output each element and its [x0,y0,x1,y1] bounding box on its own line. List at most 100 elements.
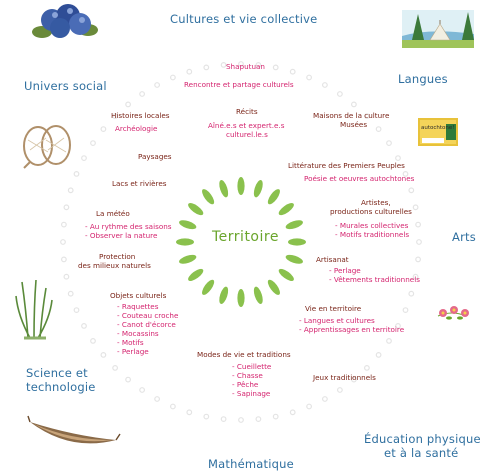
topic-objets-culturels: Objets culturels [110,291,167,300]
ring-dot [112,365,118,371]
topic-aines-line1: Aîné.e.s et expert.e.s [208,121,285,130]
ring-dot [61,256,67,263]
ring-dot [125,376,132,383]
ring-dot [289,68,296,75]
ring-dot [139,387,146,393]
ring-dot [238,61,244,67]
ring-dot [63,273,70,280]
ring-dot [154,396,161,402]
ring-dot [386,338,392,344]
ring-dot [412,273,419,280]
topic-maisons-culture: Maisons de la culture [313,111,390,120]
list-item: - Cueillette [232,362,272,371]
list-item: - Motifs [117,338,144,347]
ring-dot [272,413,279,420]
ring-dot [416,239,422,245]
ring-dot [60,239,66,245]
landscape-tent-icon [402,10,474,48]
ring-dot [337,387,343,393]
ring-dot [255,416,262,423]
beaded-flowers-icon [437,306,469,320]
topic-artistes-line2: productions culturelles [330,207,412,216]
leaf [267,189,280,205]
topic-histoires-locales: Histoires locales [111,111,170,120]
leaf [278,268,294,281]
list-item: - Pêche [232,380,259,389]
list-modes-de-vie: - Cueillette - Chasse - Pêche - Sapinage [232,362,271,398]
topic-recits: Récits [236,107,258,116]
reeds-icon [15,279,53,340]
canoe-icon [27,415,121,444]
leaf [179,254,197,264]
ring-dot [73,170,80,177]
leaf [202,279,215,295]
topic-artisanat: Artisanat [316,255,349,264]
ring-dot [402,307,409,314]
list-item: - Apprentissages en territoire [299,325,405,334]
topic-shaputuan: Shaputuan [226,62,265,71]
ring-dot [412,204,419,211]
leaf [219,180,229,198]
ring-dot [395,323,401,329]
ring-dot [238,417,244,423]
topic-jeux-traditionnels: Jeux traditionnels [313,373,376,382]
list-item: - Perlage [117,347,149,356]
ring-dot [272,64,279,71]
leaf [267,279,280,295]
ring-dot [364,365,370,371]
ring-dot [255,62,262,68]
ring-dot [73,307,80,314]
leaf [278,203,294,216]
ring-dot [112,113,118,119]
ring-dot [90,140,96,147]
list-artisanat: - Perlage - Vêtements traditionnels [329,266,420,284]
topic-vie-territoire: Vie en territoire [305,304,362,313]
subject-mathematique: Mathématique [208,457,294,471]
ring-dot [415,221,422,228]
topic-aines-line2: culturel.le.s [226,130,268,139]
ring-dot [220,62,227,68]
list-item: - Au rythme des saisons [85,222,172,231]
ring-dot [408,187,415,194]
book-icon [418,118,458,146]
list-item: - Mocassins [117,329,159,338]
topic-lacs-rivieres: Lacs et rivières [112,179,167,188]
list-item: - Vêtements traditionnels [329,275,420,284]
topic-artistes-line1: Artistes, [361,198,391,207]
topic-protection-line1: Protection [99,252,136,261]
ring-dot [402,170,409,177]
dotted-circle [60,61,422,423]
list-item: - Canot d'écorce [117,320,176,329]
ring-dot [186,68,193,75]
subject-univers-social: Univers social [24,79,107,93]
list-vie-territoire: - Langues et cultures - Apprentissages e… [299,316,404,334]
leaf [179,220,197,230]
topic-litterature: Littérature des Premiers Peuples [288,161,405,170]
topic-musees: Musées [340,120,368,129]
topic-archeologie: Archéologie [115,124,158,133]
list-item: - Murales collectives [335,221,409,230]
ring-dot [67,290,74,297]
list-item: - Langues et cultures [299,316,375,325]
ring-dot [415,256,422,263]
leaf [285,254,303,264]
ring-dot [337,91,343,97]
snowshoes-icon [23,125,71,169]
ring-dot [306,403,313,410]
topic-paysages: Paysages [138,152,172,161]
subject-education-line2: et à la santé [384,446,459,460]
list-meteo: - Au rythme des saisons - Observer la na… [85,222,172,240]
ring-dot [81,155,87,162]
subject-science-line1: Science et [26,366,88,380]
ring-dot [154,82,161,88]
subject-arts: Arts [452,230,476,244]
ring-dot [100,126,107,133]
leaf [288,238,306,246]
subject-langues: Langues [398,72,448,86]
ring-dot [125,101,132,108]
topic-meteo: La météo [96,209,130,218]
ring-dot [63,204,70,211]
leaf [285,220,303,230]
book-label: autochtone! [421,125,455,131]
